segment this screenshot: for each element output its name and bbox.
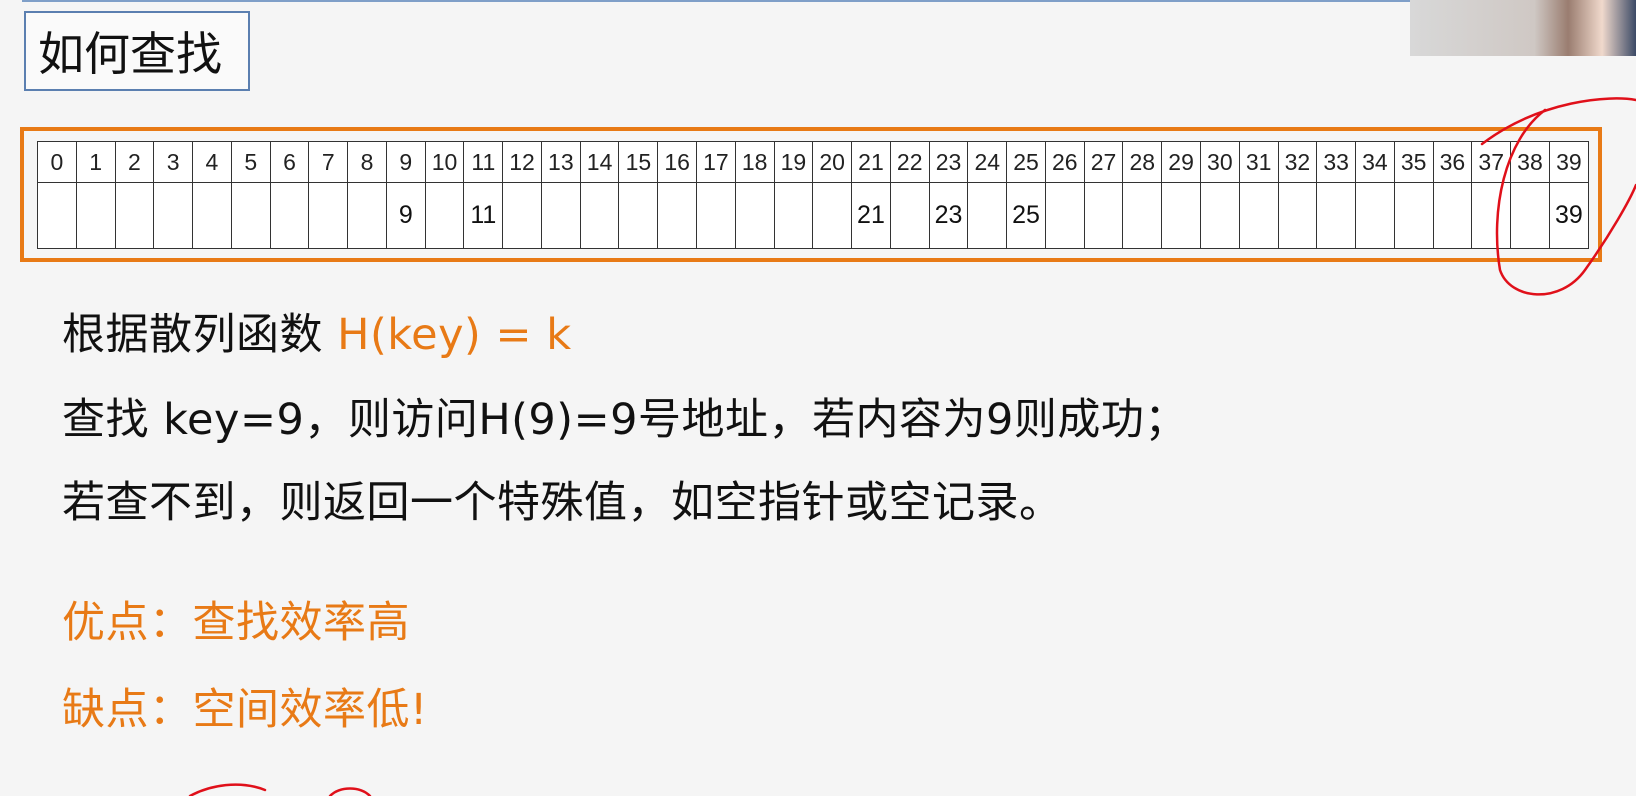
index-cell: 20 xyxy=(812,141,853,183)
index-cell: 3 xyxy=(153,141,194,183)
value-cell xyxy=(1510,182,1550,249)
cons-line: 缺点：空间效率低! xyxy=(62,685,428,735)
value-cell xyxy=(734,182,775,249)
index-cell: 2 xyxy=(114,141,155,183)
value-cell xyxy=(1393,182,1434,249)
index-cell: 31 xyxy=(1238,141,1279,183)
value-cell xyxy=(347,182,387,249)
index-cell: 11 xyxy=(463,141,504,183)
index-cell: 8 xyxy=(347,141,387,183)
value-cell xyxy=(424,182,465,249)
value-cell xyxy=(579,182,620,249)
value-cell xyxy=(812,182,853,249)
index-cell: 21 xyxy=(851,141,891,183)
bottom-stroke-annotation xyxy=(188,783,372,796)
value-cell xyxy=(192,182,232,249)
hash-function-line: 根据散列函数 H(key) = k xyxy=(62,300,572,362)
index-cell: 16 xyxy=(657,141,698,183)
value-cell xyxy=(773,182,814,249)
index-cell: 29 xyxy=(1161,141,1201,183)
value-cell xyxy=(37,182,77,249)
slide-title: 如何查找 xyxy=(24,11,250,91)
value-cell xyxy=(1044,182,1085,249)
index-cell: 38 xyxy=(1510,141,1550,183)
value-cell xyxy=(1122,182,1163,249)
index-cell: 12 xyxy=(502,141,542,183)
value-cell xyxy=(1355,182,1395,249)
value-row: 9 11 21 23 25 39 xyxy=(37,182,1590,249)
value-cell: 9 xyxy=(385,182,426,249)
index-cell: 23 xyxy=(928,141,969,183)
value-cell: 39 xyxy=(1548,182,1590,249)
index-cell: 19 xyxy=(773,141,814,183)
value-cell xyxy=(967,182,1008,249)
value-cell xyxy=(75,182,116,249)
index-cell: 30 xyxy=(1199,141,1240,183)
value-cell xyxy=(657,182,698,249)
webcam-overlay xyxy=(1410,0,1636,56)
value-cell xyxy=(1238,182,1279,249)
search-line: 查找 key=9，则访问H(9)=9号地址，若内容为9则成功； xyxy=(62,395,1188,445)
value-cell xyxy=(1199,182,1240,249)
index-cell: 37 xyxy=(1471,141,1512,183)
value-cell xyxy=(1471,182,1512,249)
value-cell: 11 xyxy=(463,182,504,249)
index-cell: 5 xyxy=(230,141,271,183)
index-cell: 0 xyxy=(37,141,77,183)
value-cell xyxy=(1083,182,1124,249)
index-cell: 25 xyxy=(1006,141,1046,183)
index-cell: 10 xyxy=(424,141,465,183)
value-cell: 23 xyxy=(928,182,969,249)
index-cell: 18 xyxy=(734,141,775,183)
index-cell: 4 xyxy=(192,141,232,183)
index-cell: 15 xyxy=(618,141,659,183)
value-cell xyxy=(1316,182,1357,249)
value-cell xyxy=(618,182,659,249)
value-cell xyxy=(230,182,271,249)
value-cell xyxy=(1161,182,1201,249)
index-cell: 36 xyxy=(1432,141,1473,183)
pros-line: 优点：查找效率高 xyxy=(62,598,410,648)
index-cell: 32 xyxy=(1277,141,1318,183)
index-cell: 13 xyxy=(540,141,581,183)
value-cell xyxy=(269,182,310,249)
value-cell xyxy=(153,182,194,249)
index-cell: 14 xyxy=(579,141,620,183)
hash-function-prefix: 根据散列函数 xyxy=(62,310,338,360)
index-cell: 28 xyxy=(1122,141,1163,183)
index-cell: 35 xyxy=(1393,141,1434,183)
value-cell xyxy=(889,182,930,249)
value-cell xyxy=(114,182,155,249)
index-cell: 1 xyxy=(75,141,116,183)
index-cell: 7 xyxy=(308,141,349,183)
index-cell: 22 xyxy=(889,141,930,183)
value-cell: 25 xyxy=(1006,182,1046,249)
index-cell: 34 xyxy=(1355,141,1395,183)
top-rule xyxy=(22,0,1412,2)
index-cell: 24 xyxy=(967,141,1008,183)
index-cell: 17 xyxy=(696,141,736,183)
value-cell xyxy=(308,182,349,249)
value-cell xyxy=(696,182,736,249)
index-cell: 33 xyxy=(1316,141,1357,183)
index-cell: 6 xyxy=(269,141,310,183)
value-cell xyxy=(502,182,542,249)
hash-function-formula: H(key) = k xyxy=(337,310,572,360)
value-cell xyxy=(1432,182,1473,249)
index-cell: 9 xyxy=(385,141,426,183)
fail-line: 若查不到，则返回一个特殊值，如空指针或空记录。 xyxy=(62,478,1063,528)
index-cell: 26 xyxy=(1044,141,1085,183)
index-cell: 27 xyxy=(1083,141,1124,183)
index-cell: 39 xyxy=(1548,141,1590,183)
value-cell: 21 xyxy=(851,182,891,249)
value-cell xyxy=(540,182,581,249)
value-cell xyxy=(1277,182,1318,249)
